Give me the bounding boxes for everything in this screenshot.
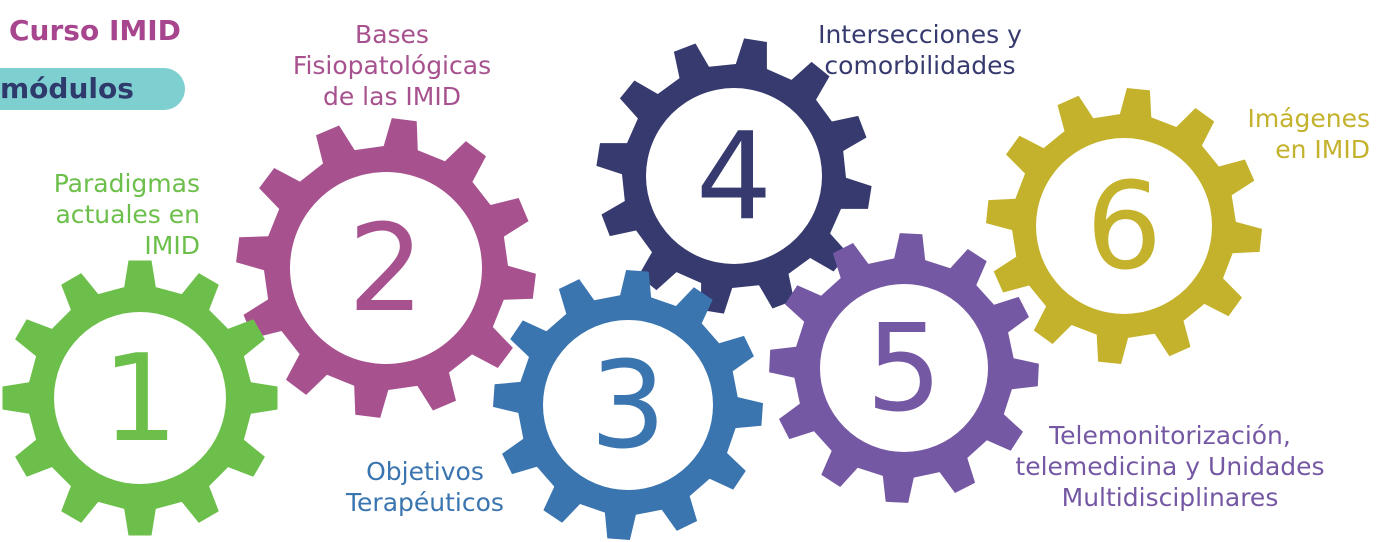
module-5-label-line: telemedicina y Unidades [1015,452,1325,481]
module-4-number: 4 [696,108,772,247]
module-6-number: 6 [1086,158,1162,297]
module-2-label-line: Fisiopatológicas [292,51,492,80]
gear-center [646,88,822,264]
gear-module-2: 2 [236,118,536,418]
module-4-label-line: comorbilidades [824,51,1016,80]
gear-center [820,284,988,452]
module-3-label-line: Terapéuticos [346,488,504,517]
gear-center [543,320,713,490]
gear-center [54,312,226,484]
module-2-number: 2 [348,200,424,339]
module-2-label-line: Bases [355,20,429,49]
module-1-number: 1 [102,330,178,469]
module-1-label-line: actuales en [55,200,200,229]
gear-module-3: 3 [493,270,763,540]
gear-module-5: 5 [769,233,1039,503]
module-1-label-line: Paradigmas [53,169,200,198]
gear-module-4: 4 [596,38,872,314]
gear-module-1: 1 [2,260,278,536]
gear-center [1036,138,1212,314]
module-2-label-line: de las IMID [322,82,461,111]
module-6-label-line: en IMID [1275,135,1370,164]
module-5-label-line: Multidisciplinares [1061,483,1279,512]
module-4-label-line: Intersecciones y [818,20,1022,49]
gear-center [290,172,482,364]
module-5-label-line: Telemonitorización, [1049,421,1291,450]
module-3-label-line: Objetivos [366,457,484,486]
module-3-number: 3 [590,337,666,476]
module-1-label-line: IMID [144,231,200,260]
module-5-label: Telemonitorización,telemedicina y Unidad… [1000,420,1340,513]
course-title: Curso IMID [9,14,181,47]
module-6-label-line: Imágenes [1247,104,1370,133]
gear-module-6: 6 [986,88,1262,364]
module-5-number: 5 [866,300,942,439]
modules-pill-label: módulos [0,72,134,105]
modules-pill [0,68,185,110]
